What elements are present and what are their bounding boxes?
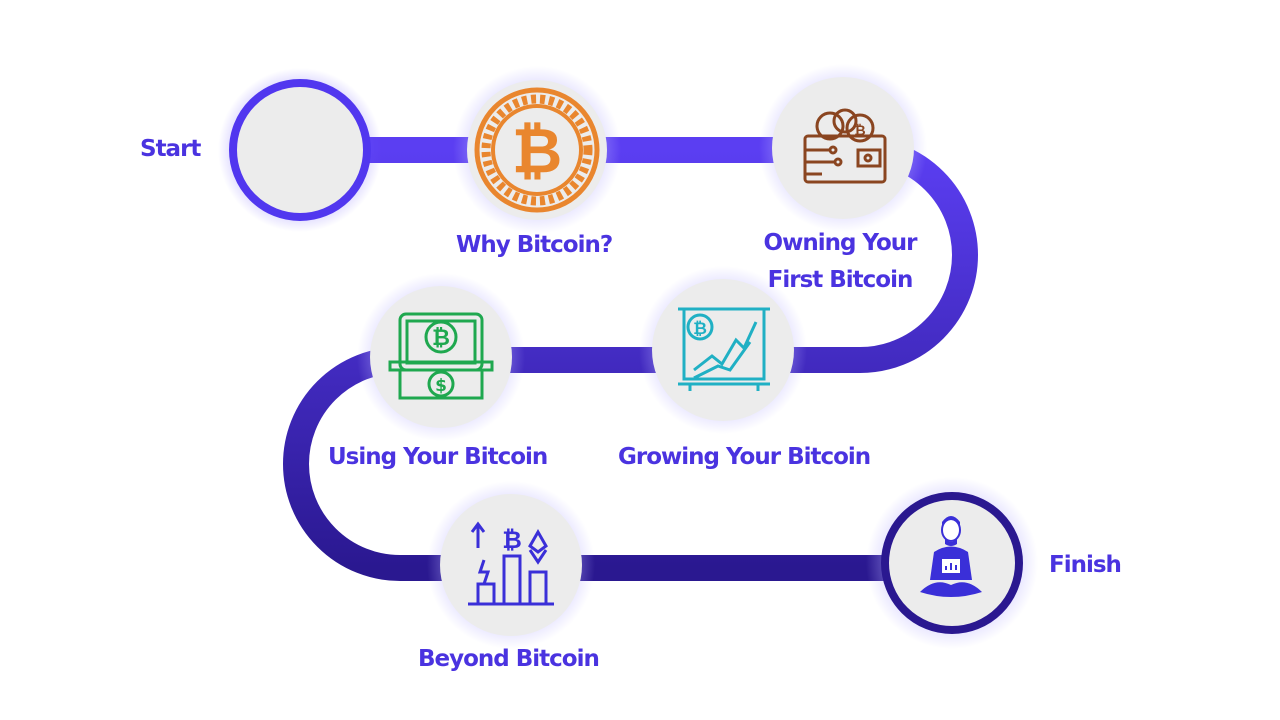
step-node-growing-bitcoin: ₿	[639, 266, 807, 434]
finish-label: Finish	[1049, 552, 1122, 578]
bitcoin-coin-icon: ₿	[474, 87, 600, 213]
bitcoin-cash-payment-icon: ₿ $	[388, 312, 494, 400]
roadmap-path	[283, 137, 978, 581]
step-label-using-bitcoin: Using Your Bitcoin	[328, 444, 548, 470]
svg-text:₿: ₿	[512, 114, 563, 187]
svg-text:$: $	[435, 376, 447, 396]
step-label-growing-bitcoin: Growing Your Bitcoin	[618, 444, 871, 470]
meditating-person-icon	[920, 516, 982, 597]
step-node-beyond-bitcoin: ₿	[427, 481, 595, 649]
step-node-owning-bitcoin: ₿	[759, 64, 927, 232]
step-node-why-bitcoin: ₿	[453, 66, 621, 234]
svg-text:₿: ₿	[502, 526, 522, 554]
step-label-beyond-bitcoin: Beyond Bitcoin	[418, 646, 600, 672]
step-label-why-bitcoin: Why Bitcoin?	[456, 232, 613, 258]
step-label-owning-line2: First Bitcoin	[767, 267, 914, 293]
step-label-owning-line1: Owning Your	[763, 230, 918, 256]
step-node-using-bitcoin: ₿ $	[357, 273, 525, 441]
crypto-wallet-icon: ₿	[803, 108, 887, 184]
crypto-bar-chart-icon: ₿	[468, 521, 554, 606]
finish-node	[866, 477, 1038, 649]
start-node	[218, 68, 382, 232]
svg-text:₿: ₿	[693, 319, 707, 339]
svg-text:₿: ₿	[432, 326, 450, 351]
bitcoin-growth-chart-icon: ₿	[678, 307, 770, 391]
start-label: Start	[140, 136, 201, 162]
svg-text:₿: ₿	[854, 123, 865, 139]
